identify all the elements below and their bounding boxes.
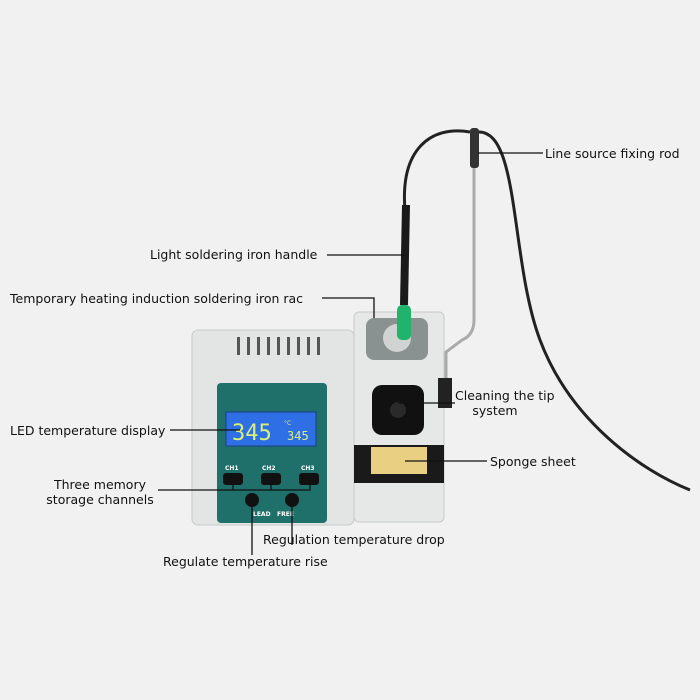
free-label: FREE — [277, 511, 294, 518]
label-temperature-drop: Regulation temperature drop — [263, 532, 445, 547]
fixing-rod — [444, 140, 476, 395]
ch3-button[interactable] — [299, 473, 319, 485]
ch1-label: CH1 — [225, 465, 239, 472]
iron-grip — [397, 305, 411, 340]
front-panel — [217, 383, 327, 523]
lcd-display — [225, 411, 317, 447]
display-unit: °C — [284, 420, 291, 427]
lead-label: LEAD — [253, 511, 271, 518]
label-sponge-sheet: Sponge sheet — [490, 454, 576, 469]
rod-clip — [470, 128, 479, 168]
label-iron-rack: Temporary heating induction soldering ir… — [10, 291, 304, 306]
ch3-label: CH3 — [301, 465, 315, 472]
iron-cable — [402, 129, 471, 211]
display-main-temp: 345 — [232, 421, 272, 446]
ch2-label: CH2 — [262, 465, 276, 472]
power-cable — [477, 130, 691, 492]
label-temperature-rise: Regulate temperature rise — [163, 554, 328, 569]
label-line-source-fixing-rod: Line source fixing rod — [545, 146, 680, 161]
label-cleaning-system: Cleaning the tip system — [455, 388, 555, 418]
label-cleaning-line2: system — [472, 403, 518, 418]
leader-lines — [158, 152, 543, 555]
label-memory-line1: Three memory — [53, 477, 146, 492]
label-led-display: LED temperature display — [10, 423, 166, 438]
label-memory-line2: storage channels — [46, 492, 154, 507]
display-set-temp: 345 — [287, 429, 309, 443]
ch2-button[interactable] — [261, 473, 281, 485]
ch1-button[interactable] — [223, 473, 243, 485]
label-soldering-iron-handle: Light soldering iron handle — [150, 247, 318, 262]
label-cleaning-line1: Cleaning the tip — [455, 388, 555, 403]
vent-slots — [237, 337, 320, 355]
label-memory-channels: Three memory storage channels — [40, 477, 160, 507]
